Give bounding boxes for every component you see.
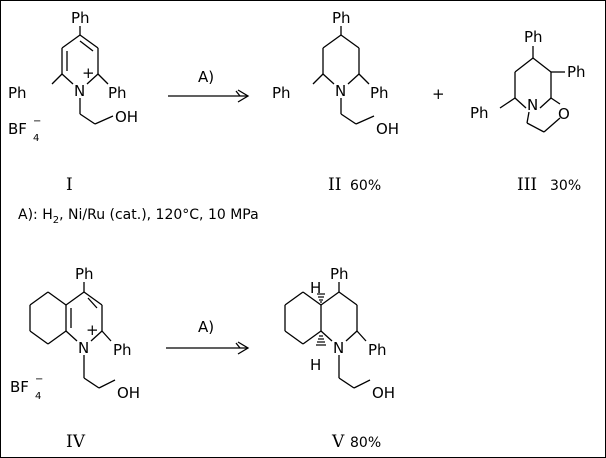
compound-IV-ph-top: Ph xyxy=(75,265,94,283)
compound-IV-ph-right: Ph xyxy=(113,341,132,359)
compound-II-ph-left: Ph xyxy=(272,84,291,102)
compound-I-ph-right: Ph xyxy=(108,84,127,102)
reaction-arrow-1 xyxy=(168,89,250,103)
compound-II-nitrogen: N xyxy=(335,82,346,100)
compound-I-structure xyxy=(51,26,114,125)
compound-III-structure xyxy=(499,46,565,133)
compound-III-ph-right: Ph xyxy=(567,63,586,81)
compound-IV-structure xyxy=(29,282,116,389)
compound-II-label: II xyxy=(328,175,341,195)
bf4-superscript: − xyxy=(33,116,41,127)
compound-V-label: V xyxy=(331,432,345,452)
compound-III-ph-top: Ph xyxy=(524,28,543,46)
compound-V-nitrogen: N xyxy=(333,339,344,357)
plus-sign: + xyxy=(432,85,445,103)
compound-IV-label: IV xyxy=(66,432,86,452)
bf4-superscript-2: − xyxy=(35,374,43,385)
compound-II-hydroxyl: OH xyxy=(376,120,399,138)
compound-IV-nitrogen: N xyxy=(78,339,89,357)
compound-V-structure xyxy=(284,282,371,389)
compound-III-nitrogen: N xyxy=(527,96,538,114)
compound-V-ph-right: Ph xyxy=(368,341,387,359)
compound-V-h-bottom: H xyxy=(310,356,321,374)
reaction-arrow-2 xyxy=(166,341,250,355)
compound-IV-charge: + xyxy=(86,321,99,339)
conditions-rest: , Ni/Ru (cat.), 120°C, 10 MPa xyxy=(59,207,259,223)
arrow-1-reagent: A) xyxy=(198,68,214,86)
compound-III-yield: 30% xyxy=(550,178,581,194)
compound-I-counterion: BF 4 − xyxy=(8,116,41,144)
compound-III-oxygen: O xyxy=(558,105,570,123)
compound-V-ph-top: Ph xyxy=(330,265,349,283)
compound-I-charge: + xyxy=(82,64,95,82)
compound-II-yield: 60% xyxy=(350,178,381,194)
compound-IV-hydroxyl: OH xyxy=(117,384,140,402)
compound-I-ph-top: Ph xyxy=(71,9,90,27)
compound-III-label: III xyxy=(517,175,537,195)
compound-I-hydroxyl: OH xyxy=(115,108,138,126)
compound-II-ph-right: Ph xyxy=(370,84,389,102)
compound-V-h-top: H xyxy=(310,279,321,297)
compound-I-label: I xyxy=(66,175,73,195)
svg-text:A): H2, Ni/Ru (cat.), 120°C, 1: A): H2, Ni/Ru (cat.), 120°C, 10 MPa xyxy=(18,207,259,226)
conditions-h2-subscript: 2 xyxy=(53,215,59,226)
compound-V-yield: 80% xyxy=(350,435,381,451)
compound-V-hydroxyl: OH xyxy=(372,384,395,402)
compound-III-ph-left: Ph xyxy=(470,104,489,122)
compound-IV-counterion: BF 4 − xyxy=(10,374,43,402)
bf4-subscript: 4 xyxy=(33,133,39,144)
compound-II-ph-top: Ph xyxy=(332,9,351,27)
reaction-conditions: A): H2, Ni/Ru (cat.), 120°C, 10 MPa xyxy=(18,207,259,226)
bf4-subscript-2: 4 xyxy=(35,391,41,402)
conditions-prefix: A): H xyxy=(18,207,53,223)
bf4-label-2: BF xyxy=(10,378,29,396)
arrow-2-reagent: A) xyxy=(198,318,214,336)
bf4-label: BF xyxy=(8,120,27,138)
compound-I-nitrogen: N xyxy=(74,82,85,100)
compound-I-ph-left: Ph xyxy=(8,84,27,102)
compound-II-structure xyxy=(312,26,375,125)
